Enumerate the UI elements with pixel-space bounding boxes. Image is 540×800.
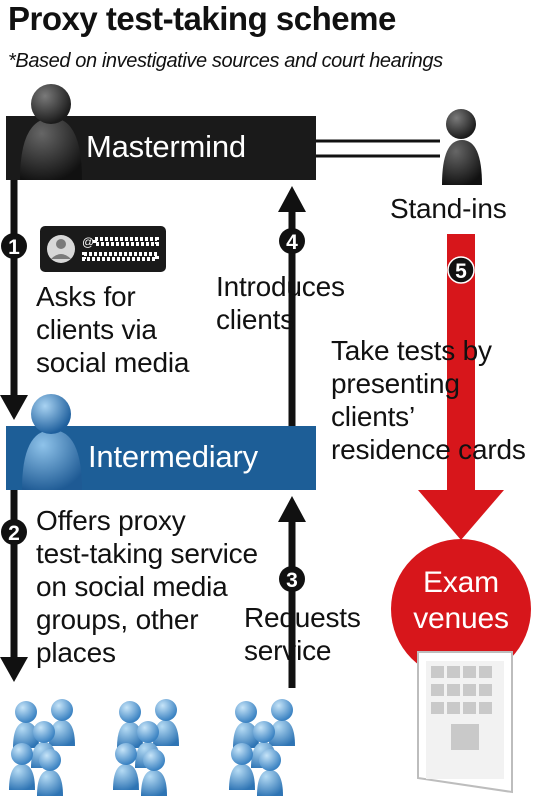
building-icon xyxy=(417,651,513,794)
step-badge-4 xyxy=(279,228,305,254)
step-4-text: Introduces clients xyxy=(216,271,345,335)
step-2-text: Offers proxy test-taking service on soci… xyxy=(36,505,258,668)
intermediary-label: Intermediary xyxy=(88,439,258,474)
arrow-step-3 xyxy=(278,496,306,688)
exam-venues-circle xyxy=(391,539,531,679)
step-badge-2 xyxy=(1,519,27,545)
step-number-2: 2 xyxy=(8,522,20,545)
step-3-text: Requests service xyxy=(244,602,361,666)
step-number-5: 5 xyxy=(455,260,467,283)
stand-ins-label: Stand-ins xyxy=(390,193,507,224)
social-card-handle: @ xyxy=(82,235,94,249)
step-badge-3 xyxy=(279,566,305,592)
client-group-icon xyxy=(113,699,179,796)
person-icon xyxy=(22,394,82,490)
step-number-3: 3 xyxy=(286,569,298,592)
page-subtitle: *Based on investigative sources and cour… xyxy=(8,50,443,72)
page-title: Proxy test-taking scheme xyxy=(8,0,396,37)
step-number-1: 1 xyxy=(8,236,20,259)
step-1-text: Asks for clients via social media xyxy=(36,281,190,378)
arrow-step-2 xyxy=(0,490,28,682)
client-group-icon xyxy=(229,699,295,796)
exam-venues-label: Exam venues xyxy=(413,566,509,635)
mastermind-label: Mastermind xyxy=(86,129,246,164)
client-group-icon xyxy=(9,699,75,796)
step-5-text: Take tests by presenting clients’ reside… xyxy=(331,335,526,465)
person-icon xyxy=(20,84,82,180)
social-media-card-icon: @ xyxy=(40,226,166,272)
arrow-step-1 xyxy=(0,180,28,420)
step-badge-1 xyxy=(1,233,27,259)
person-icon xyxy=(442,109,482,185)
step-number-4: 4 xyxy=(286,231,298,254)
step-badge-5 xyxy=(447,256,475,284)
